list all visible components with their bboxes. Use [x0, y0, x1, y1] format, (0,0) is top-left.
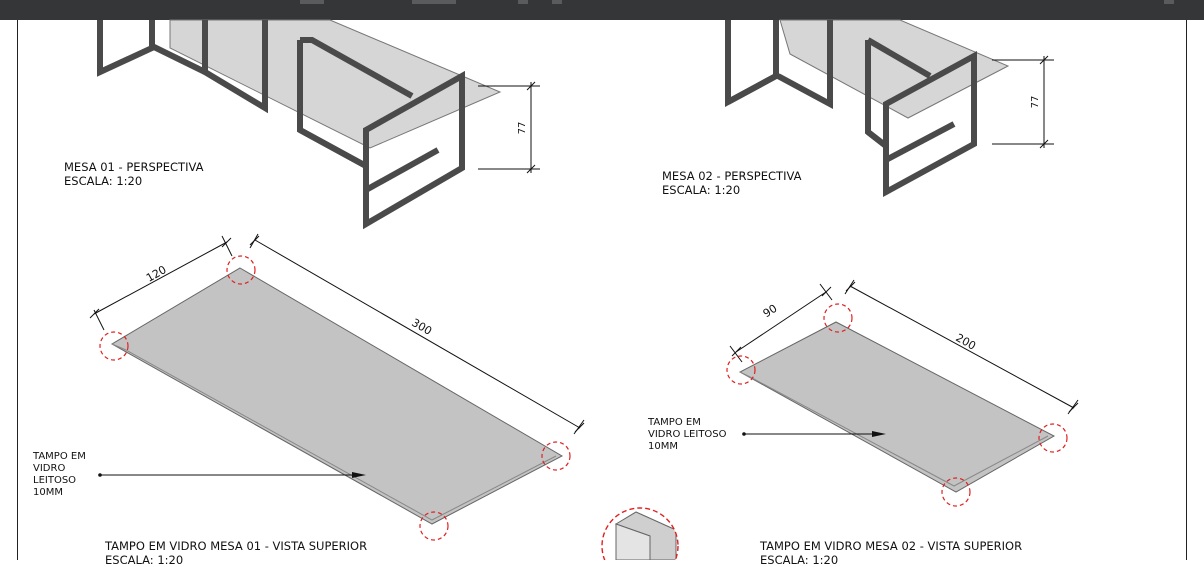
toolbar-input[interactable] [412, 0, 456, 4]
tampo02-corner-highlight [1038, 423, 1068, 453]
tampo02-top-view: 90 200 [726, 279, 1079, 507]
mesa02-perspective-scale: ESCALA: 1:20 [662, 183, 741, 197]
tampo02-corner-highlight [823, 303, 853, 333]
note-line: VIDRO [33, 463, 66, 474]
mesa01-perspective-title: MESA 01 - PERSPECTIVA [64, 160, 204, 174]
mesa01-perspective-drawing: 77 [97, 19, 540, 230]
tampo02-corner-highlight [726, 355, 756, 385]
mesa02-perspective-title: MESA 02 - PERSPECTIVA [662, 169, 802, 183]
note-line: TAMPO EM [648, 417, 701, 428]
mesa01-frame-back-mid [202, 20, 268, 114]
mesa01-height-dim: 77 [517, 122, 528, 135]
mesa01-perspective-scale: ESCALA: 1:20 [64, 174, 143, 188]
tampo01-corner-highlight [419, 511, 449, 541]
tampo01-title: TAMPO EM VIDRO MESA 01 - VISTA SUPERIOR [105, 539, 368, 553]
tampo02-width-dim: 90 [761, 302, 780, 321]
tampo02-corner-highlight [941, 477, 971, 507]
pdf-viewer-toolbar [0, 0, 1204, 20]
tampo02-title: TAMPO EM VIDRO MESA 02 - VISTA SUPERIOR [760, 539, 1023, 553]
page-border-right [1186, 20, 1187, 560]
toolbar-icon[interactable] [1164, 0, 1174, 4]
note-line: 10MM [648, 441, 678, 452]
tampo01-glass [111, 267, 564, 525]
tampo01-corner-highlight [99, 331, 129, 361]
toolbar-icon[interactable] [518, 0, 528, 4]
toolbar-button[interactable] [300, 0, 324, 4]
mesa01-frame-back-left [97, 20, 155, 77]
note-line: VIDRO LEITOSO [648, 429, 727, 440]
tampo01-corner-highlight [541, 441, 571, 471]
tampo01-width-dim: 120 [144, 263, 169, 285]
mesa02-height-dim: 77 [1030, 96, 1041, 109]
tampo02-scale: ESCALA: 1:20 [760, 553, 839, 567]
tampo01-length-dim: 300 [409, 316, 434, 338]
note-line: 10MM [33, 487, 63, 498]
mesa01-glass-top [169, 19, 502, 149]
toolbar-icon[interactable] [552, 0, 562, 4]
mesa02-perspective-drawing: 77 [725, 19, 1054, 198]
note-line: TAMPO EM [33, 451, 86, 462]
page-border-left [17, 20, 18, 560]
corner-detail [601, 507, 679, 560]
mesa02-glass-top [779, 19, 1010, 119]
tampo01-corner-highlight [226, 255, 256, 285]
tampo01-top-view: 120 300 [89, 233, 585, 541]
note-line: LEITOSO [33, 475, 77, 486]
tampo01-scale: ESCALA: 1:20 [105, 553, 184, 567]
tampo02-glass [738, 321, 1056, 493]
